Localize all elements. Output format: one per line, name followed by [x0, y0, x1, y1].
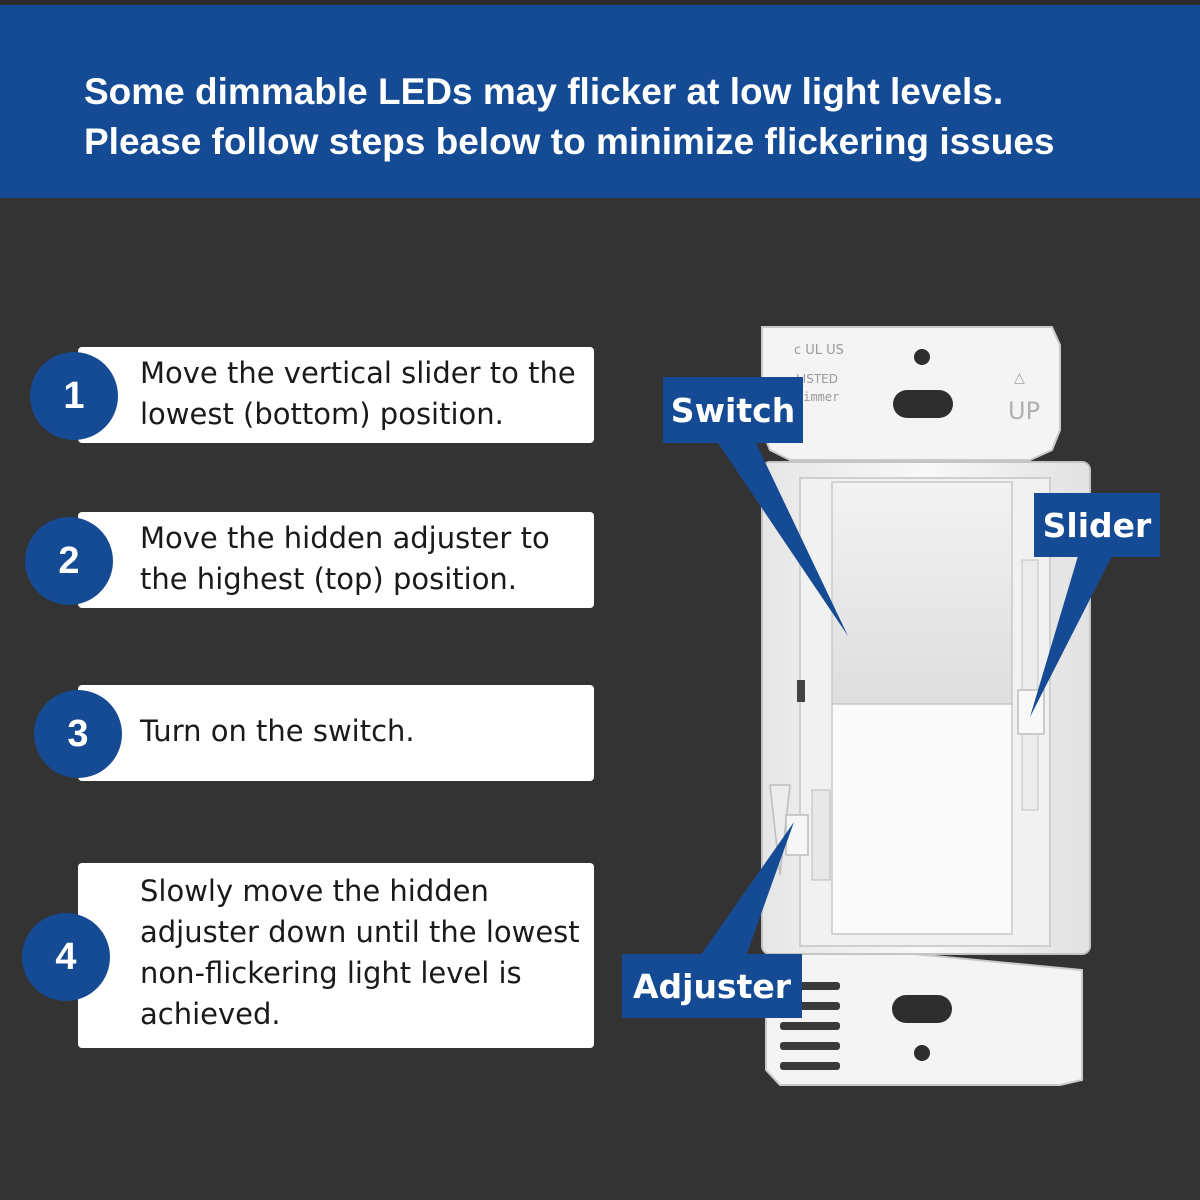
top-slot: [893, 390, 953, 418]
step-text-2: Move the hidden adjuster to the highest …: [140, 521, 550, 596]
banner-line-1: Some dimmable LEDs may flicker at low li…: [84, 71, 1004, 112]
banner-line-2: Please follow steps below to minimize fl…: [84, 121, 1055, 162]
adjuster-track: [811, 789, 831, 881]
rocker-upper: [831, 481, 1013, 705]
step-number-badge-3: 3: [34, 690, 122, 778]
step-card-2: Move the hidden adjuster to the highest …: [78, 512, 594, 608]
rocker-lower: [831, 703, 1013, 935]
adjuster-pointer: [700, 822, 794, 956]
step-card-4: Slowly move the hidden adjuster down unt…: [78, 863, 594, 1048]
adjuster-callout-label: Adjuster: [622, 954, 802, 1018]
step-number-badge-1: 1: [30, 352, 118, 440]
slider-pointer: [1030, 556, 1112, 717]
slider-track: [1021, 559, 1039, 811]
cert-mark: c UL US: [794, 343, 844, 358]
listed-mark: LISTED: [796, 372, 838, 386]
switch-pointer: [718, 443, 848, 636]
up-arrow-icon: △: [1014, 370, 1025, 386]
slider-callout-label: Slider: [1034, 493, 1160, 557]
switch-callout-label: Switch: [663, 377, 803, 443]
header-banner: Some dimmable LEDs may flicker at low li…: [0, 5, 1200, 198]
step-card-1: Move the vertical slider to the lowest (…: [78, 347, 594, 443]
step-text-4: Slowly move the hidden adjuster down unt…: [140, 874, 580, 1031]
step-number-badge-2: 2: [25, 517, 113, 605]
dimmer-mark: Dimmer: [796, 390, 840, 404]
step-number-badge-4: 4: [22, 913, 110, 1001]
step-card-3: Turn on the switch.: [78, 685, 594, 781]
adjuster-arrow: [769, 784, 791, 876]
step-text-1: Move the vertical slider to the lowest (…: [140, 356, 576, 431]
step-text-3: Turn on the switch.: [140, 714, 415, 748]
up-mark: UP: [1008, 397, 1041, 425]
bottom-screw-hole: [914, 1045, 930, 1061]
left-slot: [797, 680, 805, 702]
top-edge: [0, 0, 1200, 5]
top-screw-hole: [914, 349, 930, 365]
bottom-slot: [892, 995, 952, 1023]
